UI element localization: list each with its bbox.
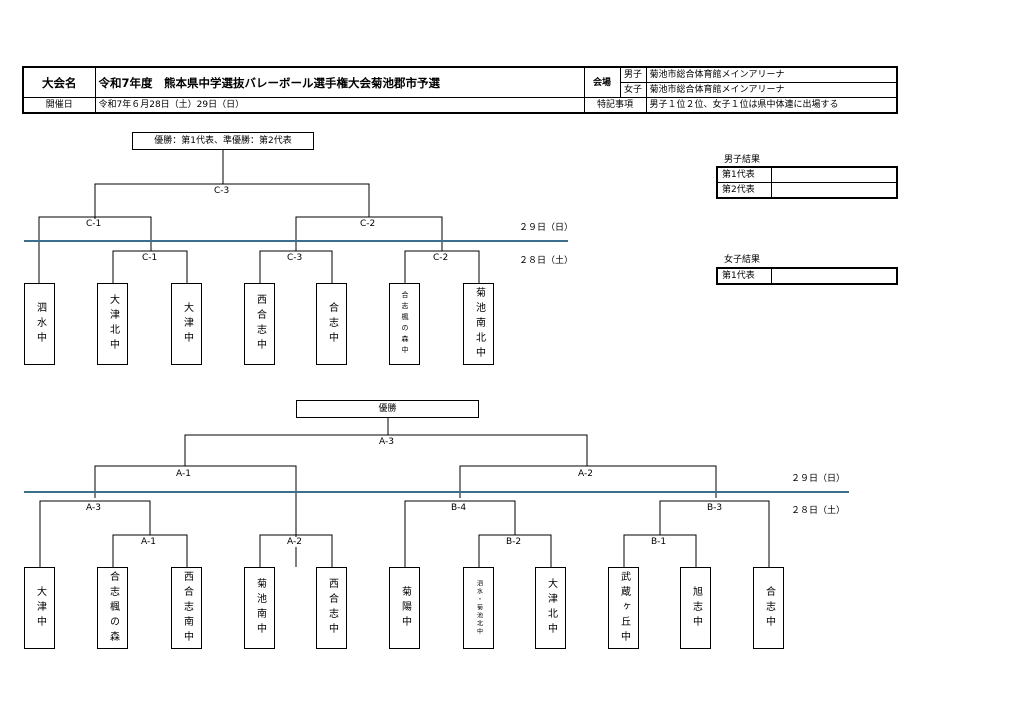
boys-team-5: 西合志中	[316, 567, 347, 649]
boys-q3-match: B-4	[451, 503, 467, 513]
boys-day2-label: ２９日（日）	[791, 474, 846, 484]
girls-team-7: 菊池南北中	[463, 283, 494, 365]
event-label: 大会名	[22, 66, 96, 98]
boys-rep-2-value	[771, 182, 898, 199]
girls-first-left-match: C-1	[142, 253, 158, 263]
boys-team-8: 大津北中	[535, 567, 566, 649]
boys-team-3: 西合志南中	[171, 567, 202, 649]
girls-semi-left-match: C-1	[86, 219, 102, 229]
girls-venue: 菊池市総合体育館メインアリーナ	[645, 82, 898, 98]
girls-final-match: C-3	[214, 186, 230, 196]
girls-bracket-lines	[38, 150, 480, 283]
girls-rep-1-label: 第1代表	[716, 267, 772, 285]
notes-value: 男子１位２位、女子１位は県中体連に出場する	[645, 97, 898, 114]
boys-r1-match: A-1	[141, 537, 156, 547]
notes-label: 特記事項	[583, 97, 647, 114]
boys-final-match: A-3	[379, 437, 394, 447]
boys-r3-match: B-1	[651, 537, 667, 547]
boys-team-4: 菊池南中	[244, 567, 275, 649]
date-label: 開催日	[22, 97, 96, 114]
boys-results-table: 第1代表 第2代表	[716, 166, 898, 199]
girls-first-right-match: C-2	[433, 253, 449, 263]
girls-day1-label: ２８日（土）	[519, 256, 574, 266]
girls-team-1: 泗水中	[24, 283, 55, 365]
boys-rep-2-label: 第2代表	[716, 182, 772, 199]
girls-bracket-title: 優勝：第1代表、準優勝：第2代表	[132, 132, 314, 150]
boys-team-11: 合志中	[753, 567, 784, 649]
girls-first-mid-match: C-3	[287, 253, 303, 263]
girls-team-6: 合志楓の森中	[389, 283, 420, 365]
boys-team-9: 武蔵ヶ丘中	[608, 567, 639, 649]
boys-team-6: 菊陽中	[389, 567, 420, 649]
boys-r2-match: B-2	[506, 537, 522, 547]
girls-rep-1-value	[771, 267, 898, 285]
boys-bracket-title: 優勝	[296, 400, 479, 418]
boys-q4-match: B-3	[707, 503, 723, 513]
boys-results-title: 男子結果	[724, 155, 761, 165]
girls-team-3: 大津中	[171, 283, 202, 365]
boys-team-7: 泗水・菊池北中	[463, 567, 494, 649]
boys-semi-right-match: A-2	[578, 469, 593, 479]
boys-semi-left-match: A-1	[176, 469, 191, 479]
boys-team-1: 大津中	[24, 567, 55, 649]
boys-rep-1-value	[771, 166, 898, 183]
boys-team-2: 合志楓の森	[97, 567, 128, 649]
boys-rep-1-label: 第1代表	[716, 166, 772, 183]
boys-team-10: 旭志中	[680, 567, 711, 649]
girls-results-table: 第1代表	[716, 267, 898, 285]
girls-team-2: 大津北中	[97, 283, 128, 365]
girls-day2-label: ２９日（日）	[519, 223, 574, 233]
event-name: 令和7年度 熊本県中学選抜バレーボール選手権大会菊池郡市予選	[94, 66, 585, 98]
girls-team-4: 西合志中	[244, 283, 275, 365]
girls-semi-right-match: C-2	[360, 219, 376, 229]
boys-q2-match: A-2	[287, 537, 302, 547]
boys-bracket-lines	[39, 418, 770, 567]
boys-day1-label: ２８日（土）	[791, 506, 846, 516]
girls-results-title: 女子結果	[724, 255, 761, 265]
girls-team-5: 合志中	[316, 283, 347, 365]
boys-q1-match: A-3	[86, 503, 101, 513]
date-value: 令和7年６月28日（土）29日（日）	[94, 97, 585, 114]
tournament-header: 大会名 令和7年度 熊本県中学選抜バレーボール選手権大会菊池郡市予選 会場 男子…	[22, 66, 898, 114]
